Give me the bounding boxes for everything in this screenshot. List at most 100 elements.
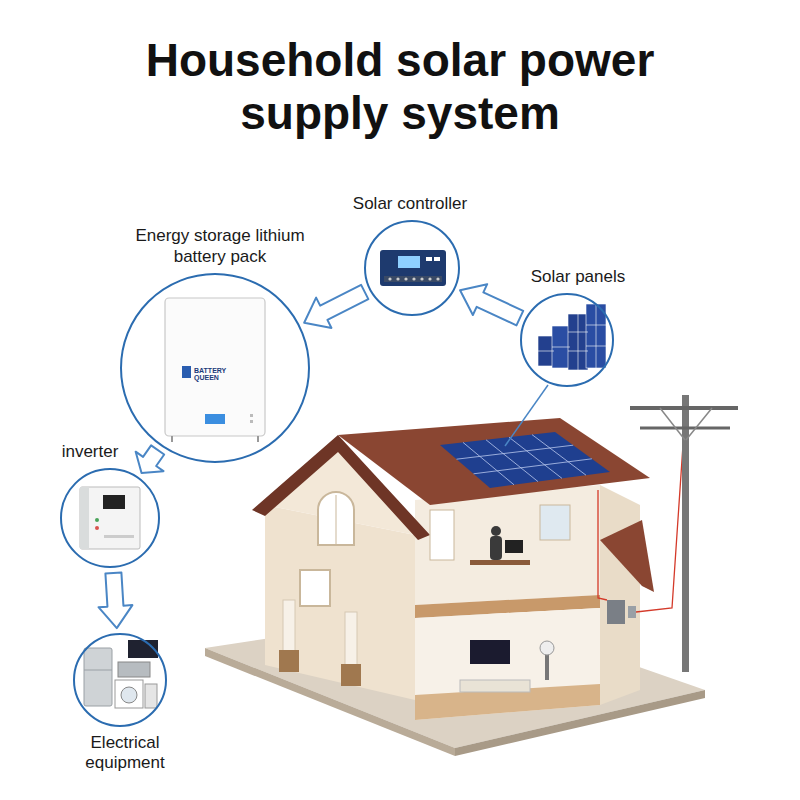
controller-icon	[436, 277, 439, 280]
panel-icon	[568, 314, 588, 370]
flow-arrow	[460, 284, 523, 325]
node-label: Energy storage lithium battery pack	[130, 226, 310, 267]
flow-arrow	[136, 445, 165, 473]
inverter-icon	[95, 526, 99, 530]
panel-icon	[538, 304, 606, 370]
controller-icon	[380, 250, 446, 286]
title: Household solar power supply system	[80, 34, 720, 140]
appliance-icon	[128, 640, 158, 658]
controller-icon	[388, 277, 391, 280]
appliance-icon	[84, 640, 158, 708]
power-wires	[598, 430, 684, 612]
battery-icon	[182, 366, 191, 378]
house-illustration	[205, 418, 705, 756]
appliance-icon	[145, 684, 157, 708]
utility-pole	[630, 395, 738, 672]
house-illustration	[628, 606, 636, 618]
house-illustration	[415, 608, 600, 720]
house-illustration	[600, 485, 640, 705]
utility-pole	[630, 406, 738, 410]
house-illustration	[336, 495, 337, 545]
battery-icon	[171, 436, 173, 442]
roof-solar-panels	[457, 435, 592, 485]
roof-solar-panels	[463, 442, 514, 484]
panel-icon	[538, 336, 554, 366]
roof-solar-panels	[440, 432, 610, 488]
node-label: Solar panels	[513, 267, 643, 287]
icon-circle: Solar panels	[520, 293, 614, 387]
roof-solar-panels	[474, 459, 592, 474]
house-illustration	[470, 640, 510, 664]
brand-label: BATTERY QUEEN	[194, 367, 234, 381]
battery-icon	[250, 420, 253, 423]
roof-solar-panels	[509, 437, 562, 478]
panel-icon	[552, 347, 570, 348]
house-illustration	[430, 510, 454, 560]
circle-ground	[121, 274, 309, 462]
circle-ground	[74, 634, 166, 726]
roof-solar-panels	[457, 445, 574, 459]
battery-icon	[205, 414, 225, 424]
house-illustration	[279, 650, 299, 672]
house-illustration	[490, 536, 502, 560]
appliance-icon	[115, 680, 143, 708]
node-label: Electrical equipment	[70, 733, 180, 774]
inverter-icon	[95, 518, 99, 522]
house-illustration	[318, 492, 354, 545]
controller-icon	[404, 277, 407, 280]
house-illustration	[540, 641, 554, 655]
house-illustration	[491, 526, 501, 536]
house-illustration	[505, 540, 523, 553]
circle-ground	[365, 221, 459, 315]
house-illustration	[460, 680, 530, 692]
flow-arrow	[304, 285, 368, 328]
controller-icon	[426, 257, 432, 261]
house-illustration	[540, 505, 570, 540]
circle-ground	[61, 469, 159, 567]
house-illustration	[300, 570, 330, 606]
utility-pole	[686, 408, 712, 440]
circle-ground	[521, 294, 613, 386]
panel-icon	[578, 314, 579, 370]
controller-icon	[380, 250, 446, 286]
battery-icon	[257, 436, 259, 442]
roof-solar-panels	[532, 435, 586, 476]
roof-solar-panels	[486, 440, 538, 482]
controller-icon	[420, 277, 423, 280]
inverter-icon	[104, 535, 134, 538]
roof-solar-panels	[440, 432, 610, 488]
inverter-icon	[103, 495, 125, 509]
circle-ground	[61, 221, 613, 726]
controller-icon	[434, 257, 440, 261]
controller-icon	[412, 277, 415, 280]
inverter-icon	[80, 487, 89, 549]
appliance-icon	[84, 670, 112, 671]
house-illustration	[470, 560, 530, 565]
panel-icon	[586, 304, 606, 368]
controller-icon	[428, 277, 431, 280]
inverter-icon	[80, 487, 140, 549]
controller-icon	[398, 256, 420, 268]
appliance-icon	[118, 662, 150, 677]
battery-icon	[165, 298, 265, 436]
icon-circle: Solar controller	[364, 220, 460, 316]
battery-icon	[250, 414, 253, 417]
house-illustration	[600, 520, 654, 592]
node-label: Solar controller	[325, 194, 495, 214]
icon-circle: Electrical equipment	[73, 633, 167, 727]
battery-icon	[165, 298, 265, 442]
node-label: inverter	[45, 442, 135, 462]
panel-icon	[538, 351, 554, 352]
appliance-icon	[121, 687, 137, 703]
panel-icon	[552, 326, 570, 368]
house-illustration	[607, 600, 625, 624]
appliance-icon	[84, 648, 112, 706]
power-wires	[598, 490, 607, 600]
utility-pole	[640, 427, 730, 430]
power-wires	[636, 430, 684, 612]
leader-line	[505, 385, 548, 446]
house-illustration	[341, 664, 361, 686]
icon-circle: inverter	[60, 468, 160, 568]
inverter-icon	[80, 487, 140, 549]
